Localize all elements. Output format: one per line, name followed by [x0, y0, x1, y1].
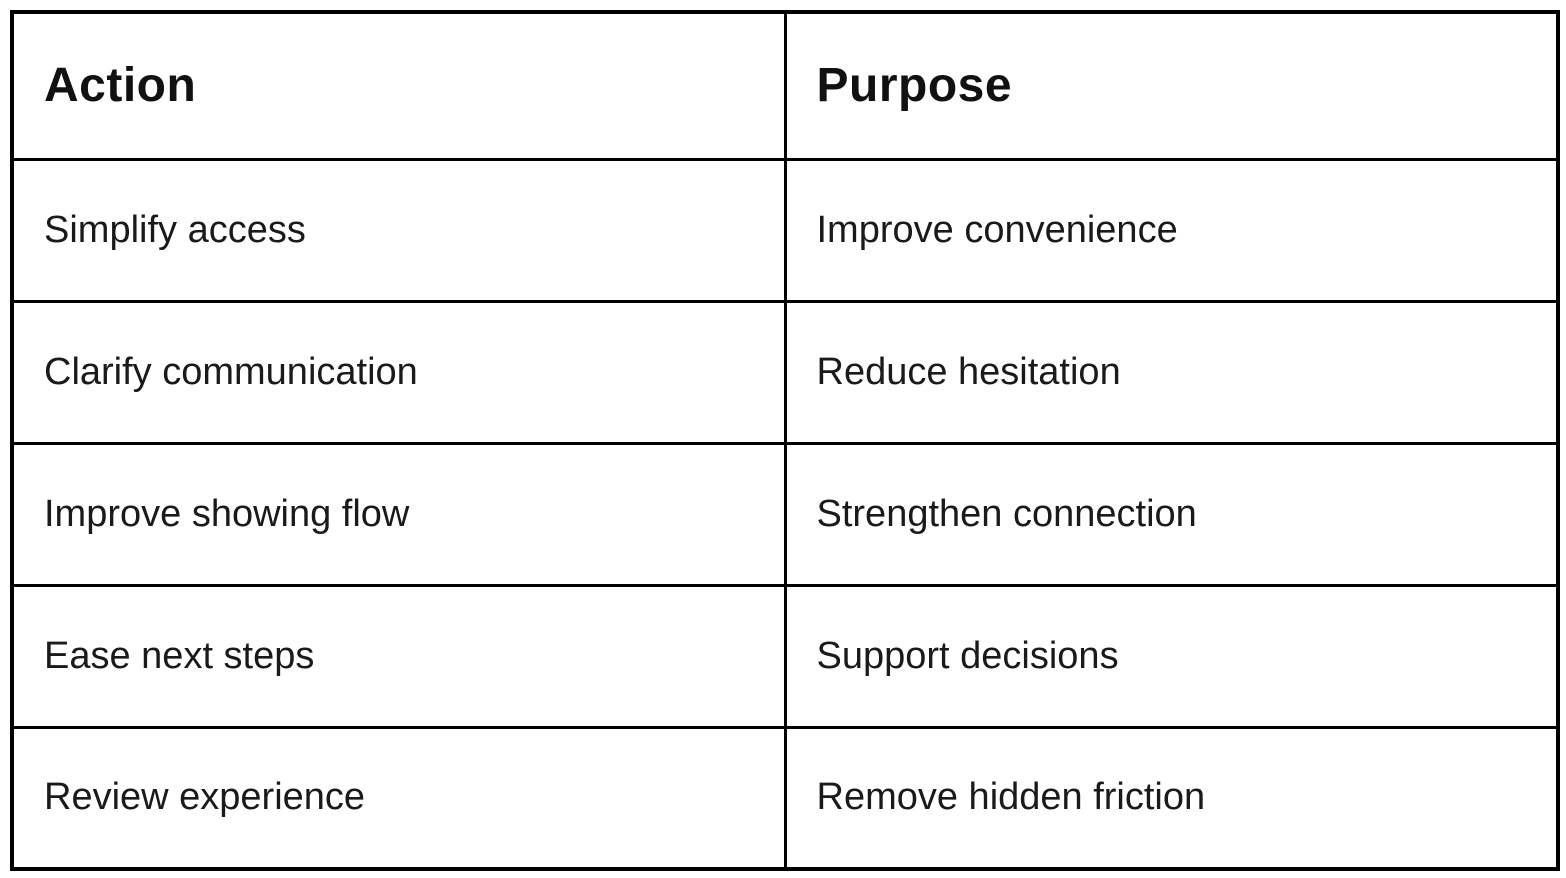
column-header-action: Action [10, 10, 787, 161]
table-cell-action: Simplify access [10, 157, 787, 303]
table-cell-action: Improve showing flow [10, 441, 787, 587]
table-body: Simplify access Improve convenience Clar… [10, 157, 1560, 871]
table-row: Ease next steps Support decisions [10, 583, 1560, 729]
table-cell-action: Ease next steps [10, 583, 787, 729]
table-cell-purpose: Strengthen connection [783, 441, 1560, 587]
column-header-purpose: Purpose [783, 10, 1560, 161]
action-purpose-table: Action Purpose Simplify access Improve c… [10, 10, 1560, 871]
table-row: Improve showing flow Strengthen connecti… [10, 441, 1560, 587]
table-cell-action: Clarify communication [10, 299, 787, 445]
action-purpose-table-container: Action Purpose Simplify access Improve c… [10, 10, 1560, 871]
table-cell-purpose: Remove hidden friction [783, 725, 1560, 871]
table-cell-purpose: Improve convenience [783, 157, 1560, 303]
table-cell-action: Review experience [10, 725, 787, 871]
table-row: Clarify communication Reduce hesitation [10, 299, 1560, 445]
table-row: Review experience Remove hidden friction [10, 725, 1560, 871]
table-row: Simplify access Improve convenience [10, 157, 1560, 303]
header-row: Action Purpose [10, 10, 1560, 161]
table-header: Action Purpose [10, 10, 1560, 161]
table-cell-purpose: Reduce hesitation [783, 299, 1560, 445]
table-cell-purpose: Support decisions [783, 583, 1560, 729]
